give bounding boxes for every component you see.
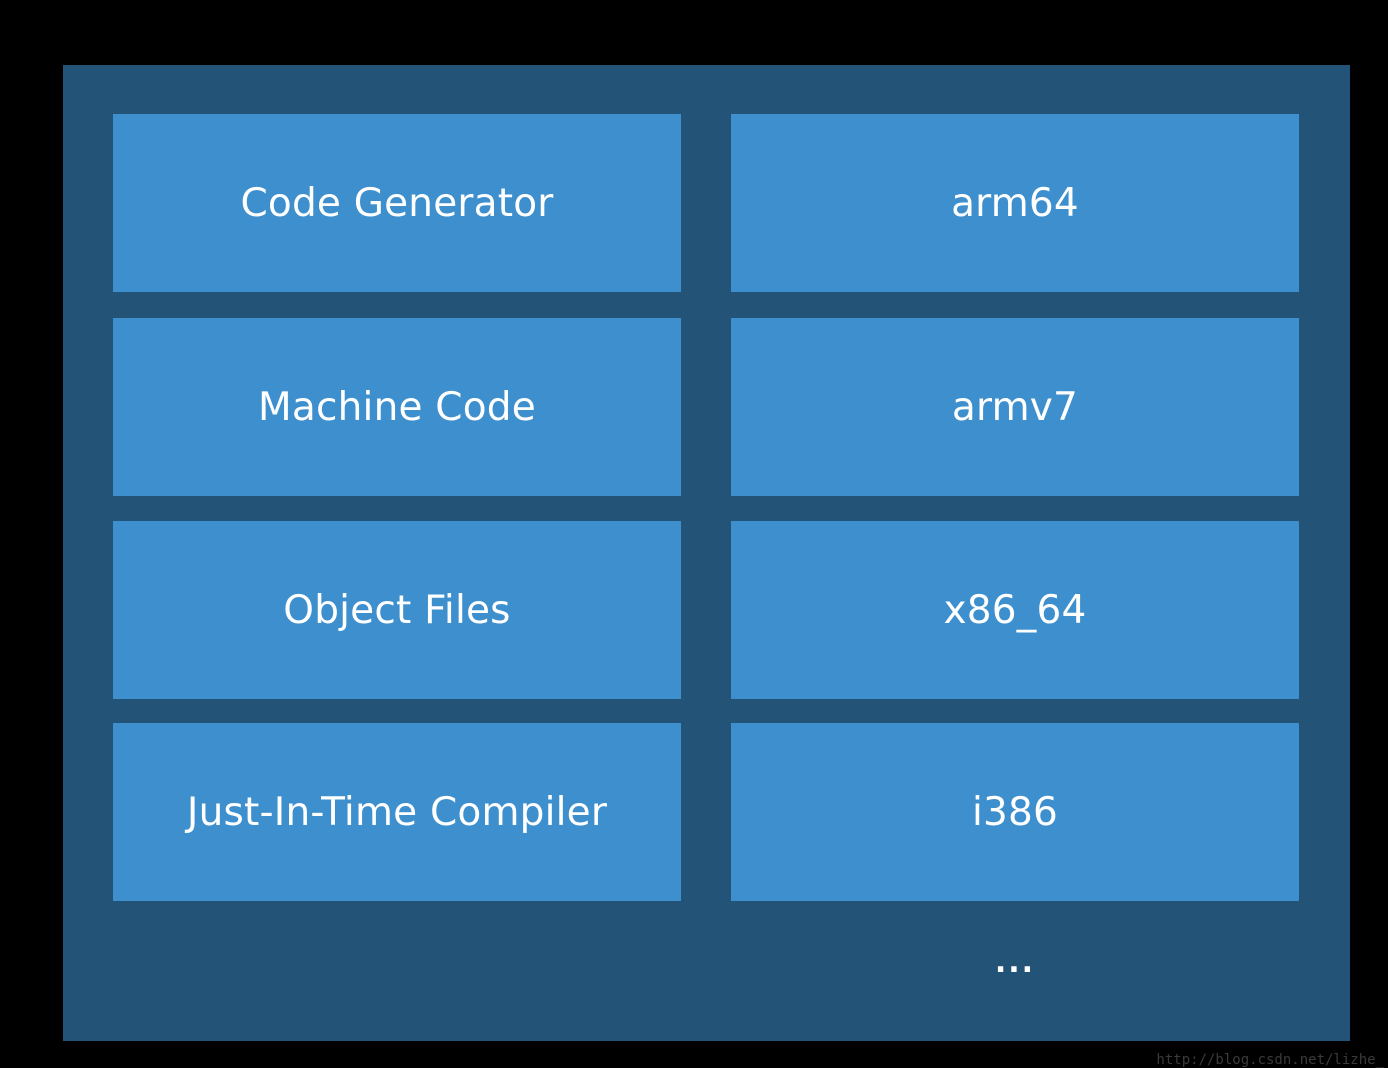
box-arm64: arm64 xyxy=(731,114,1299,292)
box-object-files: Object Files xyxy=(113,521,681,699)
box-code-generator: Code Generator xyxy=(113,114,681,292)
box-label: Machine Code xyxy=(258,384,536,430)
box-label: x86_64 xyxy=(943,587,1087,633)
box-x86-64: x86_64 xyxy=(731,521,1299,699)
box-machine-code: Machine Code xyxy=(113,318,681,496)
box-label: Object Files xyxy=(283,587,511,633)
more-ellipsis: ... xyxy=(994,945,1036,980)
box-label: i386 xyxy=(971,789,1059,835)
box-armv7: armv7 xyxy=(731,318,1299,496)
box-label: Just-In-Time Compiler xyxy=(186,789,608,835)
watermark-url: http://blog.csdn.net/lizhe_ xyxy=(1156,1052,1384,1068)
box-jit-compiler: Just-In-Time Compiler xyxy=(113,723,681,901)
box-label: armv7 xyxy=(951,384,1079,430)
box-i386: i386 xyxy=(731,723,1299,901)
diagram-panel: Code Generator Machine Code Object Files… xyxy=(63,65,1350,1041)
box-label: arm64 xyxy=(951,180,1079,226)
box-label: Code Generator xyxy=(240,180,554,226)
